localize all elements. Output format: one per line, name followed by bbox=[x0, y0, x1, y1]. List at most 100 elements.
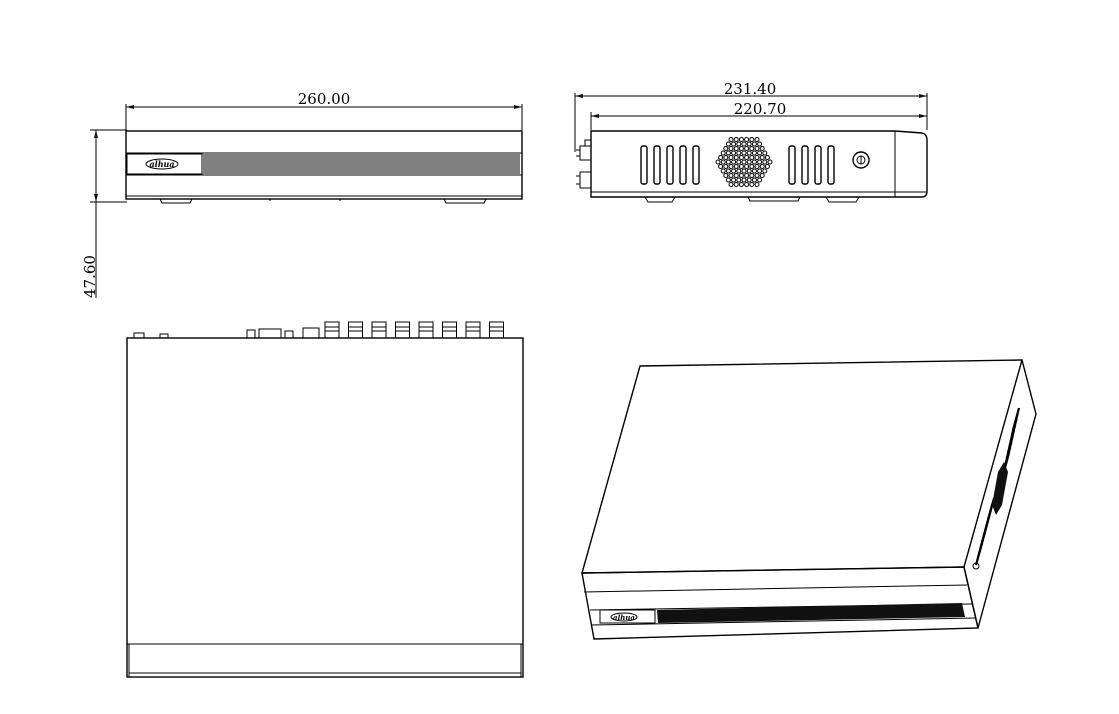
fan-vent-hole bbox=[736, 141, 742, 147]
height-dimension-label: 47.60 bbox=[81, 255, 99, 298]
fan-vent-hole bbox=[757, 141, 763, 147]
fan-vent-icon bbox=[715, 137, 773, 187]
width-dimension: 260.00 bbox=[125, 90, 523, 130]
fan-vent-hole bbox=[764, 164, 770, 169]
fan-vent-hole bbox=[754, 173, 760, 178]
fan-vent-hole bbox=[744, 146, 750, 151]
fan-vent-hole bbox=[736, 159, 742, 165]
fan-vent-hole bbox=[762, 159, 768, 165]
fan-vent-hole bbox=[754, 164, 760, 169]
side-panel bbox=[576, 130, 928, 203]
rear-connectors bbox=[576, 139, 592, 189]
fan-vent-hole bbox=[715, 159, 721, 165]
fan-vent-hole bbox=[746, 177, 752, 183]
fan-vent-hole bbox=[762, 168, 768, 174]
fan-vent-hole bbox=[728, 182, 734, 187]
bnc-connector bbox=[465, 321, 481, 339]
fan-vent-hole bbox=[741, 159, 747, 165]
fan-vent-hole bbox=[733, 137, 739, 142]
fan-vent-hole bbox=[731, 168, 737, 174]
fan-vent-hole bbox=[731, 141, 737, 147]
fan-vent-hole bbox=[725, 141, 731, 147]
fan-vent-hole bbox=[751, 141, 757, 147]
fan-vent-hole bbox=[720, 159, 726, 165]
fan-vent-hole bbox=[718, 164, 724, 169]
bnc-connector bbox=[371, 321, 387, 339]
front-foot-left bbox=[159, 198, 193, 204]
fan-vent-hole bbox=[731, 159, 737, 165]
iso-side-vents bbox=[974, 407, 1021, 566]
side-vent-left bbox=[640, 145, 700, 185]
fan-vent-hole bbox=[741, 168, 747, 174]
iso-vent-slot bbox=[974, 542, 984, 566]
front-view: 260.00 47.60 alhua bbox=[81, 90, 523, 298]
bnc-connector bbox=[489, 321, 504, 339]
fan-vent-hole bbox=[744, 155, 750, 160]
front-foot-right bbox=[443, 198, 487, 204]
fan-vent-hole bbox=[744, 173, 750, 178]
fan-vent-hole bbox=[751, 159, 757, 165]
side-foot-mid bbox=[747, 196, 801, 202]
fan-vent-hole bbox=[728, 155, 734, 160]
iso-logo-plate bbox=[599, 609, 656, 624]
front-logo-plate bbox=[126, 153, 203, 175]
fan-vent-hole bbox=[738, 164, 744, 169]
depth-overall-label: 231.40 bbox=[724, 80, 777, 98]
fan-vent-hole bbox=[754, 137, 760, 142]
fan-vent-hole bbox=[751, 168, 757, 174]
fan-vent-hole bbox=[749, 173, 755, 178]
fan-vent-hole bbox=[746, 141, 752, 147]
fan-vent-hole bbox=[728, 146, 734, 151]
fan-vent-hole bbox=[731, 150, 737, 156]
fan-vent-hole bbox=[751, 150, 757, 156]
fan-vent-hole bbox=[744, 182, 750, 187]
fan-vent-hole bbox=[731, 177, 737, 183]
top-view bbox=[126, 321, 524, 678]
fan-vent-hole bbox=[759, 155, 765, 160]
fan-vent-hole bbox=[718, 155, 724, 160]
front-grille bbox=[203, 154, 520, 174]
fan-vent-hole bbox=[764, 155, 770, 160]
fan-vent-hole bbox=[728, 137, 734, 142]
fan-vent-hole bbox=[754, 146, 760, 151]
fan-vent-hole bbox=[744, 137, 750, 142]
fan-vent-hole bbox=[746, 159, 752, 165]
bnc-connector bbox=[395, 321, 410, 339]
fan-vent-hole bbox=[757, 150, 763, 156]
fan-vent-hole bbox=[746, 150, 752, 156]
fan-vent-hole bbox=[749, 146, 755, 151]
side-foot-right bbox=[825, 196, 860, 203]
width-dimension-label: 260.00 bbox=[298, 90, 351, 108]
fan-vent-hole bbox=[725, 150, 731, 156]
iso-ground-screw-icon bbox=[972, 562, 980, 570]
bnc-connector bbox=[418, 321, 434, 339]
fan-vent-hole bbox=[754, 182, 760, 187]
fan-vent-hole bbox=[757, 159, 763, 165]
depth-body-dimension: 220.70 bbox=[590, 100, 927, 130]
fan-vent-hole bbox=[757, 177, 763, 183]
ground-screw-icon bbox=[852, 151, 870, 169]
fan-vent-hole bbox=[759, 146, 765, 151]
iso-brand-logo-icon bbox=[610, 612, 638, 622]
brand-logo-text: alhua bbox=[149, 159, 174, 169]
fan-vent-hole bbox=[725, 177, 731, 183]
fan-vent-hole bbox=[723, 164, 729, 169]
fan-vent-hole bbox=[723, 146, 729, 151]
fan-vent-hole bbox=[759, 164, 765, 169]
fan-vent-hole bbox=[741, 150, 747, 156]
iso-front-face bbox=[581, 566, 979, 640]
side-view: 231.40 220.70 bbox=[574, 80, 928, 203]
iso-top-face bbox=[581, 359, 1023, 574]
fan-vent-hole bbox=[733, 164, 739, 169]
fan-vent-hole bbox=[733, 155, 739, 160]
fan-vent-hole bbox=[725, 168, 731, 174]
fan-vent-hole bbox=[738, 155, 744, 160]
side-foot-left bbox=[644, 196, 676, 203]
fan-vent-hole bbox=[767, 159, 773, 165]
fan-vent-hole bbox=[754, 155, 760, 160]
fan-vent-hole bbox=[746, 168, 752, 174]
fan-vent-hole bbox=[738, 182, 744, 187]
fan-vent-hole bbox=[720, 150, 726, 156]
fan-vent-hole bbox=[741, 141, 747, 147]
